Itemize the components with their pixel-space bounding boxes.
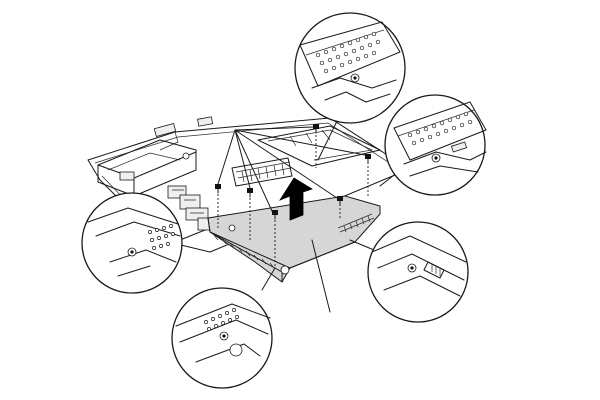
- lift-up-arrow-icon: [278, 177, 313, 221]
- panel-mount-point: [228, 224, 236, 232]
- screws: [215, 124, 371, 220]
- pointer-lines: [179, 114, 399, 313]
- panel-mount-point: [280, 265, 290, 275]
- detail-callout-left: [81, 192, 183, 294]
- ribbon-connector: [231, 157, 293, 187]
- detail-callout-top: [294, 12, 406, 124]
- detail-callout-right-lower: [367, 221, 469, 323]
- left-component-block: [97, 139, 197, 197]
- screw-icon: [247, 188, 253, 198]
- screw-icon: [337, 196, 343, 206]
- screw-guides: [217, 127, 369, 268]
- detail-callout-right-upper: [384, 94, 487, 196]
- detail-callout-bottom: [171, 287, 273, 389]
- screw-icon: [272, 210, 278, 220]
- screw-icon: [365, 154, 371, 164]
- connector-cluster: [167, 185, 215, 231]
- mount-hole: [182, 152, 190, 160]
- upper-rail: [257, 125, 381, 167]
- screw-icon: [215, 184, 221, 194]
- logic-board-panel: [207, 195, 381, 283]
- screw-icon: [313, 124, 319, 134]
